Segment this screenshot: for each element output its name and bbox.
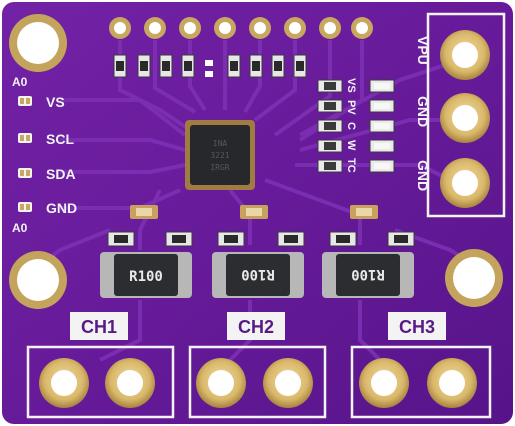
shunt-label-ch3: R100	[351, 266, 385, 282]
label-gnd-power-1: GND	[415, 96, 431, 127]
chip-marking-2: 3221	[210, 151, 229, 160]
shunt-label-ch1: R100	[129, 269, 163, 285]
led-label-w: W	[345, 140, 357, 151]
label-vs: VS	[46, 94, 65, 110]
label-ch3: CH3	[399, 317, 435, 337]
shunt-resistor-ch2	[226, 254, 290, 296]
status-leds	[317, 79, 395, 173]
mounting-holes	[9, 14, 503, 309]
shunt-resistors: R100 R100 R100	[100, 252, 414, 298]
led-label-tc: TC	[345, 158, 357, 173]
label-scl: SCL	[46, 131, 74, 147]
smd-resistor-row	[113, 54, 307, 78]
channel-terminals	[26, 345, 492, 419]
power-terminals	[426, 12, 506, 218]
label-vpu: VPU	[415, 36, 431, 65]
channel-labels: CH1 CH2 CH3	[70, 312, 446, 340]
chip-marking-3: IRGR	[210, 163, 229, 172]
led-label-c: C	[345, 122, 357, 130]
left-pin-labels: A0 VS SCL SDA GND A0	[12, 75, 77, 235]
led-labels: VS PV C W TC	[345, 78, 357, 173]
small-components	[107, 205, 415, 247]
ina3221-chip: INA 3221 IRGR	[185, 120, 255, 190]
led-label-vs: VS	[345, 78, 357, 93]
label-ch2: CH2	[238, 317, 274, 337]
label-a0-bottom: A0	[12, 221, 28, 235]
chip-marking-1: INA	[213, 139, 228, 148]
shunt-label-ch2: R100	[241, 266, 275, 282]
label-gnd-power-2: GND	[415, 160, 431, 191]
power-labels: VPU GND GND	[415, 36, 431, 191]
label-a0-top: A0	[12, 75, 28, 89]
shunt-resistor-ch1	[114, 254, 178, 296]
label-sda: SDA	[46, 166, 76, 182]
label-ch1: CH1	[81, 317, 117, 337]
top-header-holes	[109, 17, 373, 39]
led-label-pv: PV	[345, 100, 357, 115]
shunt-resistor-ch3	[336, 254, 400, 296]
label-gnd: GND	[46, 200, 77, 216]
